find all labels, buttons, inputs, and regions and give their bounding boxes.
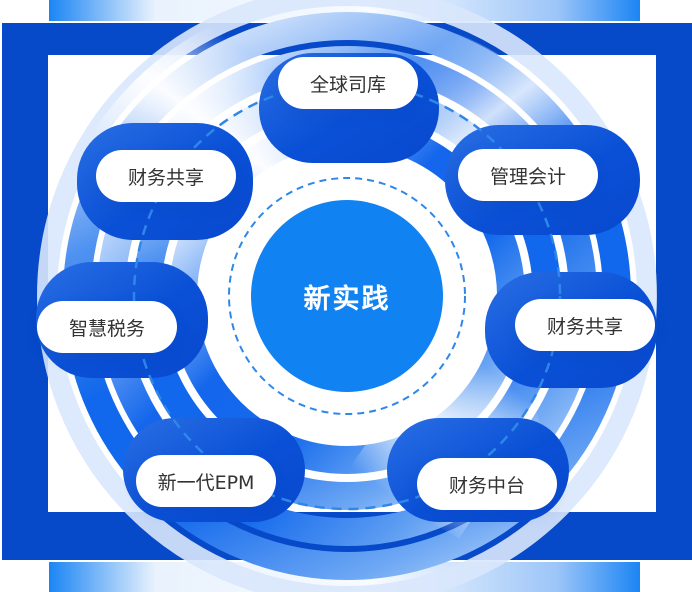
node-pill-label: 财务共享 bbox=[127, 166, 204, 189]
center-circle bbox=[251, 200, 443, 392]
node-pill-label: 管理会计 bbox=[489, 165, 566, 188]
dashed-circle-inner bbox=[228, 177, 466, 415]
node-pill-finance-shared-right: 财务共享 bbox=[515, 299, 655, 351]
node-pill-smart-tax: 智慧税务 bbox=[37, 301, 177, 353]
top-accent-band bbox=[49, 0, 640, 21]
node-pill-finance-shared-left: 财务共享 bbox=[96, 150, 236, 202]
node-pill-finance-middle-office: 财务中台 bbox=[417, 458, 557, 510]
node-pill-label: 智慧税务 bbox=[68, 317, 145, 340]
node-pill-label: 财务中台 bbox=[448, 474, 525, 497]
node-pill-management-accounting: 管理会计 bbox=[458, 149, 598, 201]
node-pill-label: 全球司库 bbox=[309, 73, 386, 96]
node-pill-global-treasury: 全球司库 bbox=[278, 57, 418, 109]
node-pill-new-gen-epm: 新一代EPM bbox=[136, 455, 276, 507]
center-label: 新实践 bbox=[303, 283, 391, 315]
node-pill-label: 财务共享 bbox=[546, 315, 623, 338]
node-pill-label: 新一代EPM bbox=[157, 471, 255, 494]
